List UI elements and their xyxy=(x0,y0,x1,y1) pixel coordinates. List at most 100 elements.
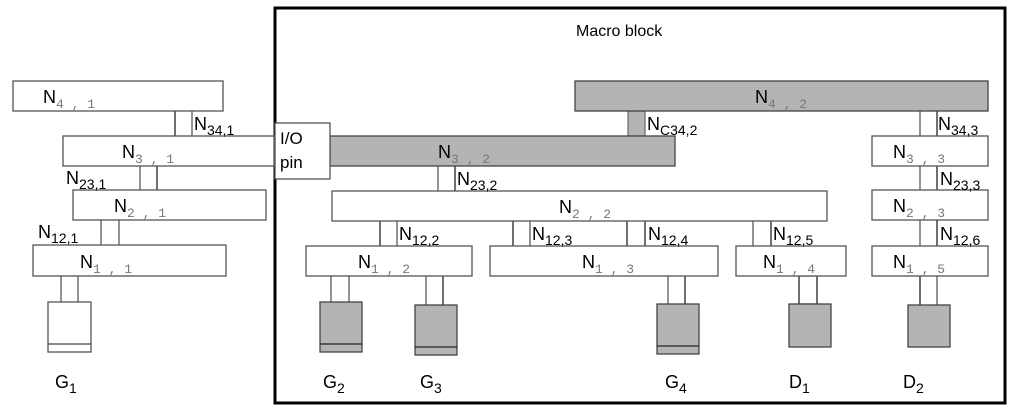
node-label-n11-base: N xyxy=(80,252,93,272)
gate-d2 xyxy=(907,304,951,348)
node-label-n33: N3 , 3 xyxy=(893,142,945,167)
node-label-n31: N3 , 1 xyxy=(122,142,174,167)
via-label-v121-base: N xyxy=(38,222,51,242)
node-n3-2 xyxy=(329,135,676,167)
via-label-v343-subscript: 34,3 xyxy=(951,122,978,138)
node-label-n15-subscript: 1 , 5 xyxy=(906,262,945,277)
gate-label-g4-base: G xyxy=(665,372,679,392)
via-n12-6 xyxy=(919,220,938,246)
node-label-n32: N3 , 2 xyxy=(438,142,490,167)
via-label-v122-base: N xyxy=(399,224,412,244)
node-label-n21: N2 , 1 xyxy=(114,196,166,221)
gate-d1 xyxy=(788,303,832,348)
via-n12-2 xyxy=(379,221,398,246)
gate-g4 xyxy=(656,303,700,355)
node-n4-1 xyxy=(12,80,224,112)
via-label-v124-base: N xyxy=(648,224,661,244)
via-label-v343-base: N xyxy=(938,114,951,134)
gate-label-g4: G4 xyxy=(665,372,687,396)
node-label-n11: N1 , 1 xyxy=(80,252,132,277)
node-n1-1 xyxy=(32,244,227,277)
via-label-v126-subscript: 12,6 xyxy=(953,232,980,248)
node-label-n15-base: N xyxy=(893,252,906,272)
node-label-n13: N1 , 3 xyxy=(582,252,634,277)
gate-label-g2: G2 xyxy=(323,372,345,396)
node-label-n32-base: N xyxy=(438,142,451,162)
gate-label-d2-base: D xyxy=(903,372,916,392)
via-label-v123-base: N xyxy=(532,224,545,244)
via-label-v122: N12,2 xyxy=(399,224,439,248)
via-label-v125-subscript: 12,5 xyxy=(786,232,813,248)
gate-label-g3-base: G xyxy=(420,372,434,392)
node-label-n31-base: N xyxy=(122,142,135,162)
gate-label-d1-subscript: 1 xyxy=(802,380,810,396)
node-n3-1 xyxy=(62,135,275,167)
node-label-n23-subscript: 2 , 3 xyxy=(906,206,945,221)
via-label-vc342-base: N xyxy=(647,114,660,134)
node-n1-4 xyxy=(735,245,847,277)
via-label-v341-subscript: 34,1 xyxy=(207,122,234,138)
via-n12-3 xyxy=(512,221,531,246)
node-n2-2 xyxy=(331,190,828,222)
node-label-n14: N1 , 4 xyxy=(763,252,815,277)
node-label-n13-base: N xyxy=(582,252,595,272)
node-n1-3 xyxy=(489,245,719,277)
gate-g4-pins xyxy=(667,276,686,304)
node-label-n22-subscript: 2 , 2 xyxy=(572,207,611,222)
node-label-n31-subscript: 3 , 1 xyxy=(135,152,174,167)
node-label-n11-subscript: 1 , 1 xyxy=(93,262,132,277)
node-n3-3 xyxy=(871,135,989,167)
via-label-v233-base: N xyxy=(940,169,953,189)
node-label-n23: N2 , 3 xyxy=(893,196,945,221)
node-label-n14-subscript: 1 , 4 xyxy=(776,262,815,277)
via-nc34-2 xyxy=(627,110,646,137)
via-n23-3 xyxy=(919,166,938,190)
via-n12-4 xyxy=(626,221,646,246)
via-label-vc342-subscript: C34,2 xyxy=(660,122,698,138)
io-pin-label-line2: pin xyxy=(280,153,303,172)
node-label-n21-subscript: 2 , 1 xyxy=(127,206,166,221)
via-n12-1 xyxy=(100,220,120,245)
via-label-vc342: NC34,2 xyxy=(647,114,698,138)
gate-label-g1-base: G xyxy=(55,372,69,392)
node-label-n33-subscript: 3 , 3 xyxy=(906,152,945,167)
via-n12-5 xyxy=(752,221,772,246)
gate-label-g4-subscript: 4 xyxy=(679,380,687,396)
via-label-v125-base: N xyxy=(773,224,786,244)
node-n1-2 xyxy=(305,245,473,277)
node-label-n42-subscript: 4 , 2 xyxy=(768,97,807,112)
node-label-n41: N4 , 1 xyxy=(43,87,95,112)
gate-label-g3: G3 xyxy=(420,372,442,396)
node-label-n12-base: N xyxy=(358,252,371,272)
gate-g3 xyxy=(414,304,458,356)
via-label-v232-base: N xyxy=(457,169,470,189)
gate-label-d2-subscript: 2 xyxy=(916,380,924,396)
via-label-v232-subscript: 23,2 xyxy=(470,177,497,193)
gate-g1-pins xyxy=(60,276,79,302)
gate-d2-pins xyxy=(919,276,938,305)
node-label-n21-base: N xyxy=(114,196,127,216)
gate-label-d1-base: D xyxy=(789,372,802,392)
via-label-v123: N12,3 xyxy=(532,224,572,248)
io-pin xyxy=(274,122,331,180)
gate-label-g2-base: G xyxy=(323,372,337,392)
node-label-n32-subscript: 3 , 2 xyxy=(451,152,490,167)
via-label-v124-subscript: 12,4 xyxy=(661,232,688,248)
via-label-v124: N12,4 xyxy=(648,224,688,248)
node-label-n22-base: N xyxy=(559,197,572,217)
node-n2-3 xyxy=(871,189,989,221)
gate-g2-pins xyxy=(330,276,350,302)
via-label-v123-subscript: 12,3 xyxy=(545,232,572,248)
gate-g3-pins xyxy=(425,276,444,305)
node-n2-1 xyxy=(72,189,267,221)
node-n1-5 xyxy=(871,245,989,277)
via-label-v233: N23,3 xyxy=(940,169,980,193)
via-label-v231-subscript: 23,1 xyxy=(79,176,106,192)
via-n23-1 xyxy=(139,166,158,190)
node-label-n42: N4 , 2 xyxy=(755,87,807,112)
via-label-v341-base: N xyxy=(194,114,207,134)
gate-label-g2-subscript: 2 xyxy=(337,380,345,396)
macro-block xyxy=(273,6,1007,405)
gate-label-d2: D2 xyxy=(903,372,924,396)
